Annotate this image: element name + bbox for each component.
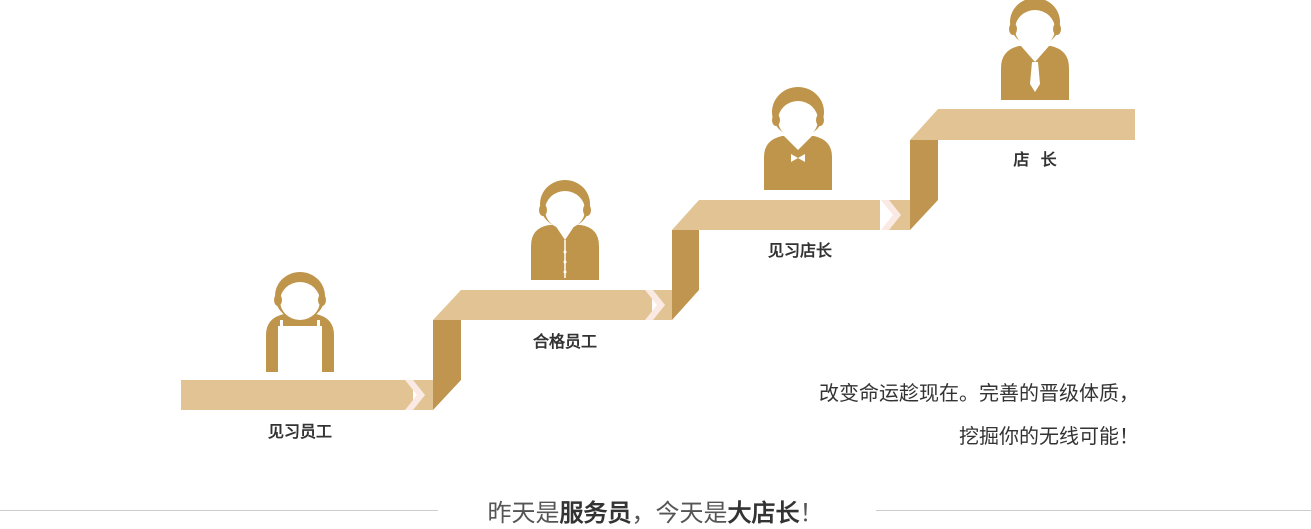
footer-divider-left	[0, 510, 438, 511]
step-4-riser	[910, 140, 938, 230]
necktie-manager-icon	[1001, 0, 1069, 100]
step-platforms	[181, 109, 1135, 410]
waiter-apron-icon	[266, 272, 334, 372]
step-1-arrow	[405, 380, 425, 410]
footer-text-highlight-2: 大店长	[727, 499, 800, 527]
step-1-platform	[181, 380, 413, 410]
step-2-platform	[433, 290, 652, 320]
footer-text-2: ，今天是	[631, 499, 728, 527]
step-4-platform	[910, 109, 1135, 140]
step-1-arrow-tip	[413, 380, 433, 410]
step-3-riser	[672, 230, 699, 320]
step-3-arrow-tip	[889, 200, 910, 230]
step-1-label: 见习员工	[267, 422, 333, 441]
bowtie-manager-icon	[764, 87, 832, 190]
step-2-arrow-tip	[653, 290, 672, 320]
footer-tagline: 昨天是服务员，今天是大店长！	[0, 489, 1311, 529]
step-2-arrow	[645, 290, 665, 320]
slogan-line-1: 改变命运趁现在。完善的晋级体质，	[819, 381, 1139, 405]
footer-text-highlight-1: 服务员	[559, 499, 632, 527]
step-3-platform	[672, 200, 880, 230]
footer-text-1: 昨天是	[487, 499, 560, 527]
footer-divider-right	[876, 510, 1311, 511]
staff-collar-icon	[531, 180, 599, 280]
step-2-label: 合格员工	[532, 332, 598, 351]
step-3-label: 见习店长	[767, 241, 833, 260]
footer-text-3: ！	[799, 499, 824, 527]
footer-text: 昨天是服务员，今天是大店长！	[488, 493, 824, 528]
slogan-line-2: 挖掘你的无线可能！	[959, 424, 1139, 448]
step-3-arrow	[881, 200, 901, 230]
step-2-riser	[433, 320, 461, 410]
step-4-label: 店 长	[1013, 150, 1057, 169]
